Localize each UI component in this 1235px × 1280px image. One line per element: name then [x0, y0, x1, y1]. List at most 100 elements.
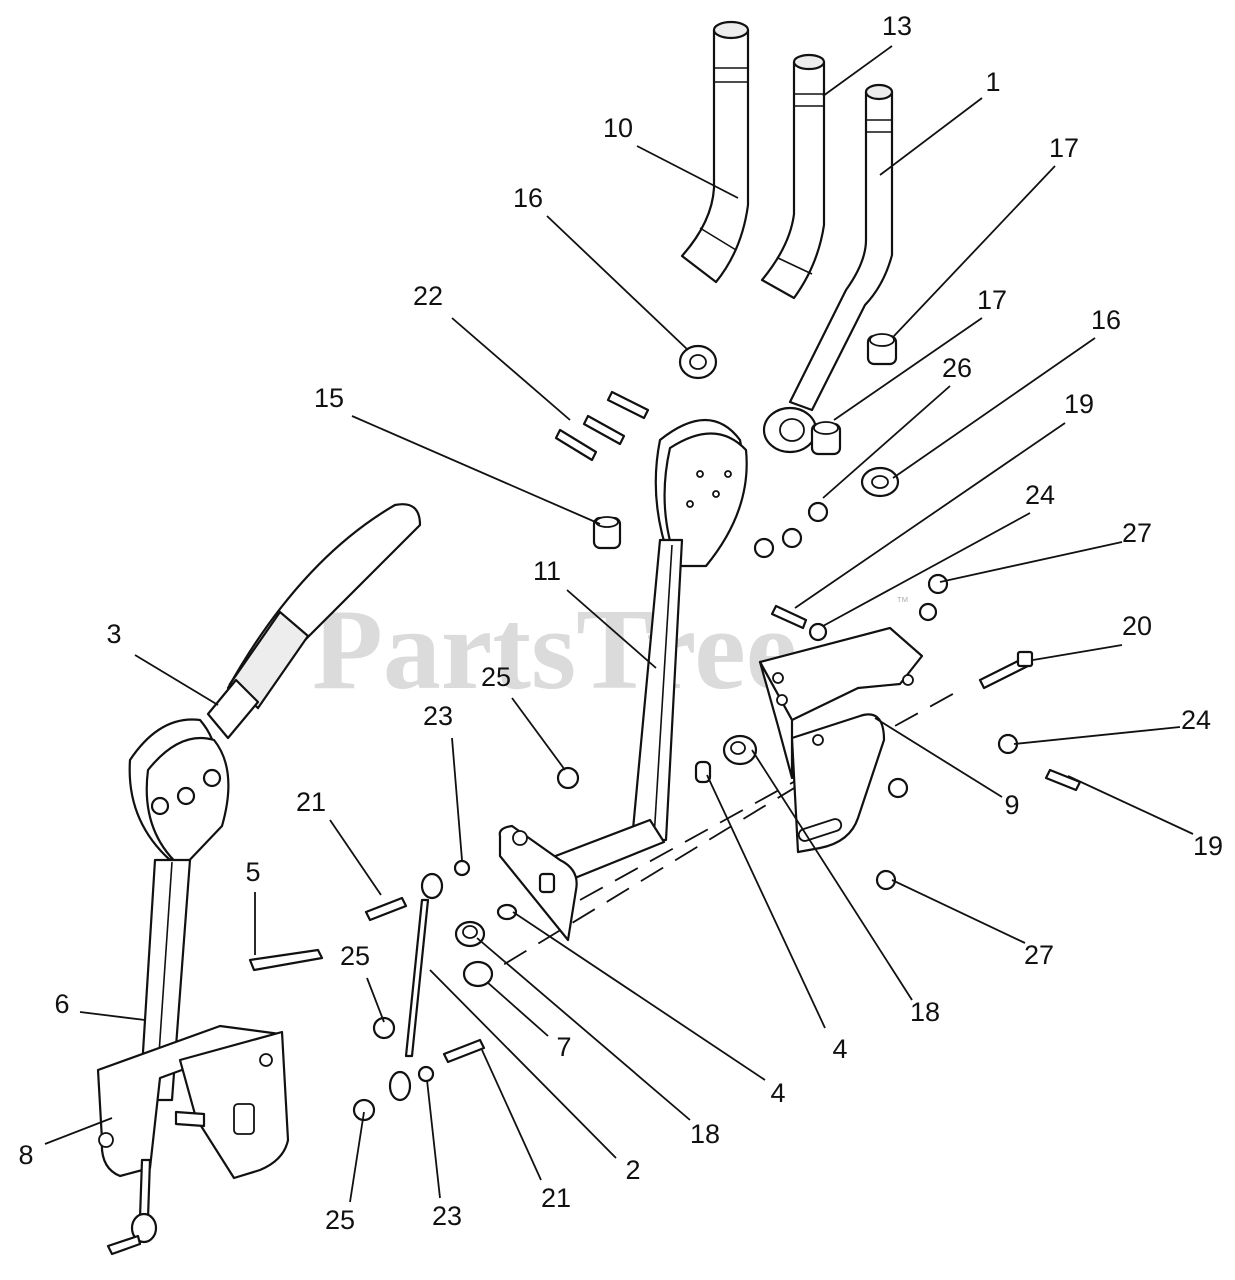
part-27-nuts-upper — [918, 573, 949, 622]
leader-line — [476, 937, 691, 1121]
callout-label: 2 — [625, 1155, 640, 1185]
callout-label: 6 — [54, 989, 69, 1019]
part-23-washer-lower — [417, 1065, 435, 1083]
leader-line — [822, 45, 893, 97]
leader-line — [1032, 644, 1123, 661]
assembly-axes — [469, 689, 961, 986]
callout-label: 18 — [690, 1119, 720, 1149]
leader-line — [874, 717, 1003, 798]
part-8-bracket — [96, 1024, 290, 1256]
part-27-nut-bracket — [887, 777, 909, 799]
callout-label: 15 — [314, 383, 344, 413]
part-21-bolt-upper — [364, 896, 408, 922]
part-26-locknuts — [753, 501, 829, 559]
leader-lines — [44, 45, 1194, 1203]
part-3-pivot-plates — [128, 718, 230, 870]
part-3-handle-grip — [206, 503, 422, 740]
callout-label: 16 — [513, 183, 543, 213]
callout-label: 24 — [1181, 705, 1211, 735]
part-2-linkage-rod — [388, 872, 444, 1102]
part-1-control-lever — [762, 83, 894, 454]
callout-label: 3 — [106, 619, 121, 649]
callout-label: 25 — [340, 941, 370, 971]
leader-line — [566, 589, 657, 669]
leader-line — [822, 512, 1031, 627]
watermark-trademark: ™ — [896, 594, 909, 609]
part-25-nut-lower — [352, 1098, 376, 1122]
leader-line — [451, 737, 463, 861]
leader-line — [79, 1011, 146, 1021]
leader-line — [833, 317, 983, 421]
callout-label: 17 — [1049, 133, 1079, 163]
callout-label: 27 — [1122, 518, 1152, 548]
callout-label: 1 — [985, 67, 1000, 97]
part-25-nut-middle — [372, 1016, 396, 1040]
callout-label: 11 — [533, 556, 561, 586]
leader-line — [351, 415, 601, 525]
part-5-key-bar — [248, 948, 324, 972]
leader-line — [1067, 775, 1194, 835]
callout-label: 25 — [481, 662, 511, 692]
callout-label: 22 — [413, 281, 443, 311]
part-17-spacer — [866, 333, 898, 366]
callout-label: 9 — [1004, 790, 1019, 820]
part-16-bushing-right — [860, 466, 900, 498]
leader-line — [426, 1079, 441, 1199]
leader-line — [892, 337, 1096, 479]
leader-line — [706, 774, 826, 1029]
leader-line — [481, 1049, 542, 1181]
part-19-bolt-right — [1044, 768, 1082, 792]
leader-line — [44, 1117, 113, 1145]
leader-line — [939, 541, 1123, 583]
leader-line — [794, 422, 1066, 609]
part-11-lever-arm — [498, 419, 748, 942]
leader-line — [429, 969, 617, 1159]
callout-label: 4 — [832, 1034, 847, 1064]
part-23-washer-upper — [453, 859, 471, 877]
callout-label: 20 — [1122, 611, 1152, 641]
leader-line — [451, 317, 571, 421]
callout-label: 25 — [325, 1205, 355, 1235]
callout-label: 21 — [541, 1183, 571, 1213]
part-16-bushing-upper — [678, 344, 718, 380]
part-18-bushing-right — [722, 734, 758, 766]
callout-label: 17 — [977, 285, 1007, 315]
assembly-axis-upper — [579, 689, 961, 901]
leader-line — [366, 977, 385, 1023]
part-21-bolt-lower — [442, 1038, 486, 1064]
part-25-nut-upper — [556, 766, 580, 790]
part-24-bolt-nut-upper — [770, 604, 828, 642]
leader-line — [751, 749, 913, 1001]
part-9-mounting-bracket — [758, 626, 924, 854]
callout-label: 26 — [942, 353, 972, 383]
part-18-bushing-lower — [454, 920, 486, 948]
watermark-text: PartsTree — [312, 586, 797, 714]
callout-label: 7 — [556, 1032, 571, 1062]
part-20-bolt — [978, 650, 1034, 690]
leader-line — [349, 1111, 365, 1203]
part-7-spacer — [462, 960, 494, 988]
callout-label: 27 — [1024, 940, 1054, 970]
leader-line — [134, 654, 219, 706]
leader-line — [893, 165, 1056, 337]
callout-label: 13 — [882, 11, 912, 41]
callout-label: 18 — [910, 997, 940, 1027]
leader-line — [879, 97, 983, 176]
callout-label: 24 — [1025, 480, 1055, 510]
part-4-key-lower — [496, 903, 518, 921]
part-15-spacer — [592, 516, 622, 550]
part-27-nut-lower — [875, 869, 897, 891]
leader-line — [891, 879, 1026, 944]
leader-line — [486, 981, 549, 1037]
leader-line — [546, 215, 689, 351]
part-10-handle — [680, 20, 750, 284]
leader-line — [511, 697, 566, 771]
callout-label: 23 — [423, 701, 453, 731]
leader-line — [1013, 726, 1181, 745]
callout-label: 19 — [1064, 389, 1094, 419]
callout-label: 16 — [1091, 305, 1121, 335]
part-17-spacer-lower — [810, 421, 842, 456]
part-13-handle — [760, 53, 826, 300]
